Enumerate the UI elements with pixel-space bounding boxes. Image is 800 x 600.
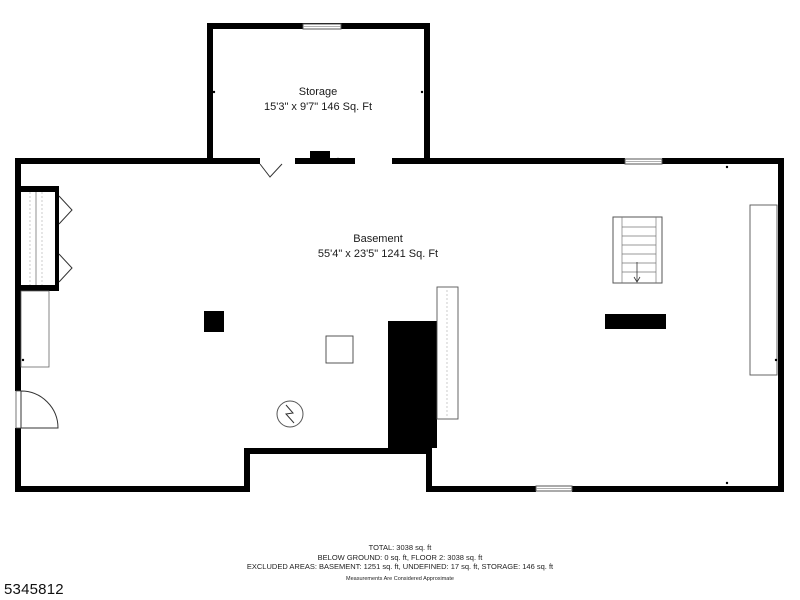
storage-fixture [310,151,330,161]
storage-door-swing [259,163,283,178]
bar-fixture [605,314,666,329]
basement-room-label: Basement 55'4" x 23'5" 1241 Sq. Ft [238,232,518,262]
right-cabinet [749,204,778,376]
stairs-icon [612,216,663,284]
summary-total: TOTAL: 3038 sq. ft [368,543,432,552]
utility-box [325,335,354,364]
area-summary: TOTAL: 3038 sq. ft BELOW GROUND: 0 sq. f… [150,543,650,584]
floor-plan [15,23,784,492]
summary-below-ground: BELOW GROUND: 0 sq. ft, FLOOR 2: 3038 sq… [317,552,483,562]
listing-id: 5345812 [4,581,64,598]
storage-dimensions: 15'3" x 9'7" 146 Sq. Ft [263,101,373,113]
summary-excluded: EXCLUDED AREAS: BASEMENT: 1251 sq. ft, U… [246,562,554,571]
basement-name: Basement [353,233,403,245]
summary-disclaimer: Measurements Are Considered Approximate [346,575,454,582]
left-exterior-door [15,390,59,429]
water-heater-icon [276,400,304,428]
basement-dimensions: 55'4" x 23'5" 1241 Sq. Ft [317,248,439,260]
storage-name: Storage [298,86,338,98]
long-counter [436,286,459,420]
column-block [204,311,224,332]
storage-wall-left [207,23,213,163]
central-partition [388,321,437,448]
storage-wall-right [424,23,430,163]
left-closet [20,186,73,368]
storage-room-label: Storage 15'3" x 9'7" 146 Sq. Ft [218,85,418,115]
